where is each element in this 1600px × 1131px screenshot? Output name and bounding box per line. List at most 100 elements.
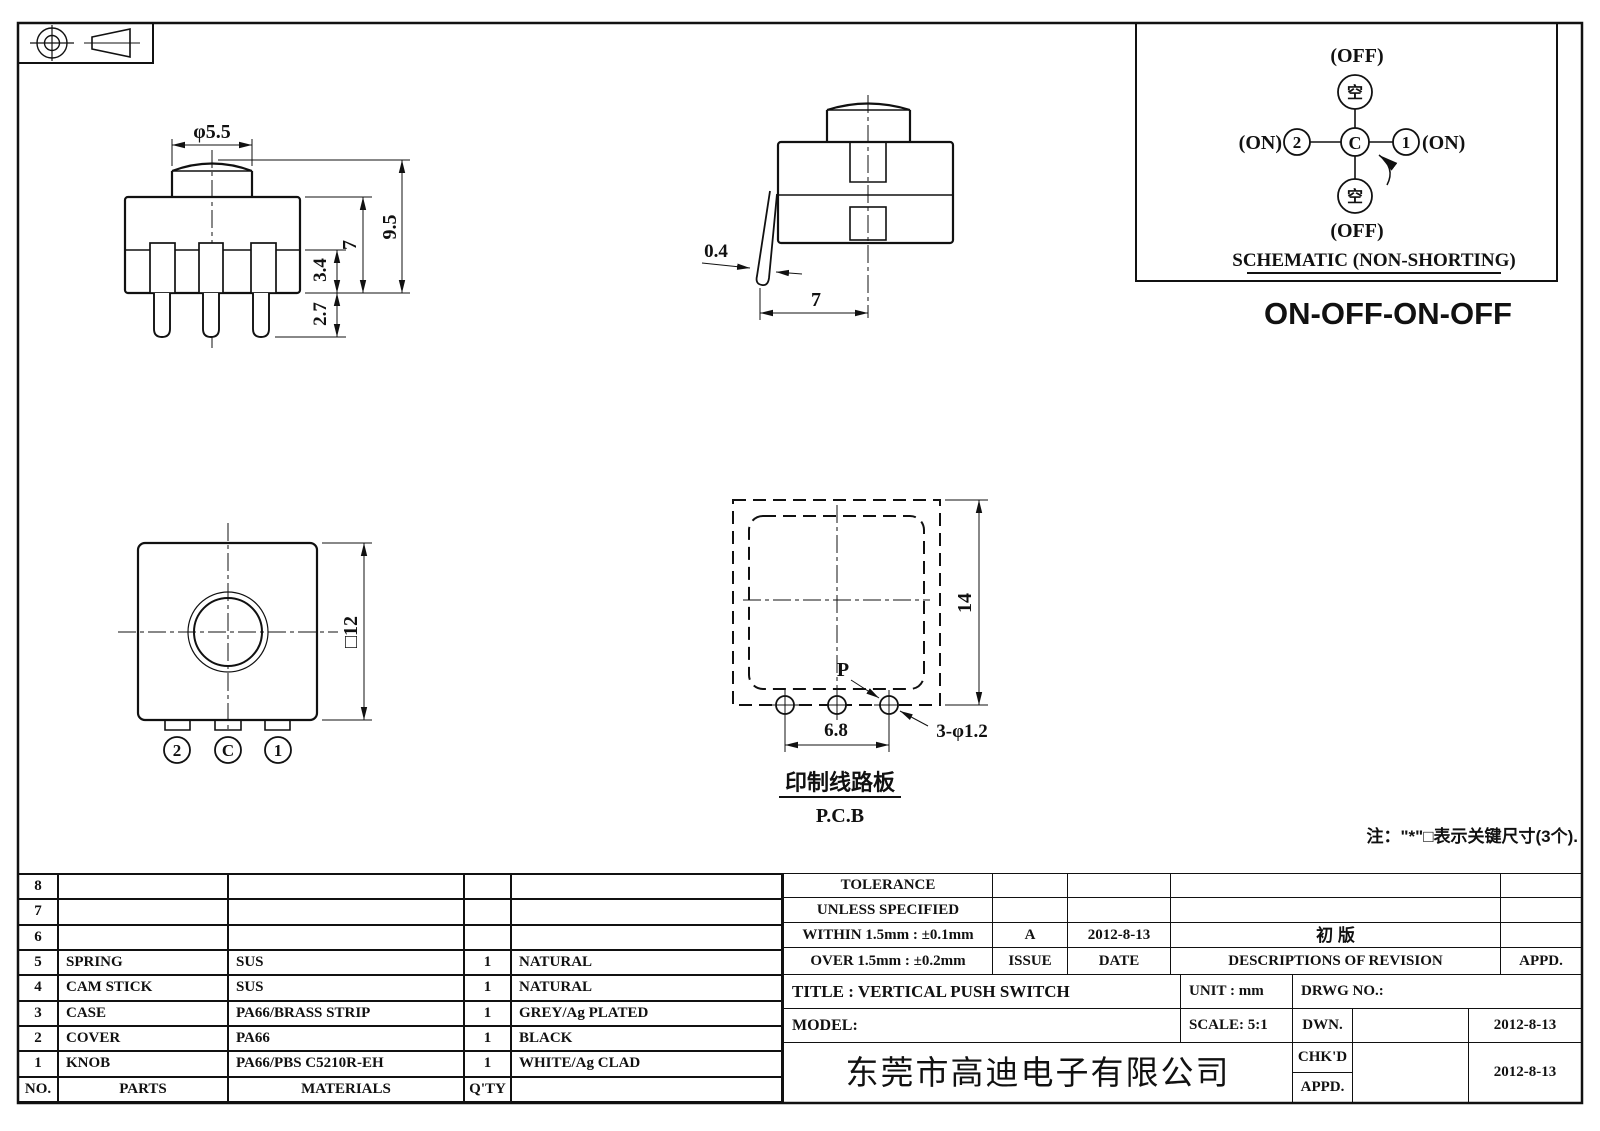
- part-finish: NATURAL: [519, 954, 593, 971]
- part-name: SPRING: [59, 950, 229, 975]
- top-terminal-c: C: [222, 741, 234, 760]
- part-name: CAM STICK: [59, 976, 229, 1000]
- part-material: [229, 900, 465, 924]
- issue-empty: [992, 897, 1068, 923]
- header-materials: MATERIALS: [229, 1077, 465, 1101]
- issue-label: ISSUE: [992, 947, 1068, 975]
- table-row: 6: [19, 925, 781, 951]
- dim-body-height: 7: [339, 240, 361, 250]
- model-field: MODEL:: [783, 1008, 1181, 1043]
- dim-total-height: 9.5: [379, 215, 401, 240]
- header-no: NO.: [19, 1077, 59, 1101]
- parts-table: 8 7 6 5 SPRING SUS 1 NATURAL 4 CAM STICK…: [17, 873, 783, 1103]
- appd-row-label: APPD.: [1292, 1072, 1353, 1103]
- part-finish: GREY/Ag PLATED: [519, 1004, 649, 1021]
- header-finish: [512, 1078, 781, 1101]
- table-row: 8: [19, 875, 781, 901]
- pcb-view: 14 P 6.8 3-φ1.2 印制线路板 P.C.B: [732, 499, 988, 827]
- schematic-terminal-c: C: [1349, 133, 1362, 153]
- part-name: [59, 900, 229, 924]
- part-no: 6: [19, 925, 59, 949]
- date-empty: [1067, 897, 1171, 923]
- dim-pin-pitch: 7: [811, 289, 821, 311]
- table-row: 5 SPRING SUS 1 NATURAL: [19, 950, 781, 977]
- pcb-holes: [770, 690, 904, 720]
- top-terminal-2: 2: [173, 741, 182, 760]
- table-row: 7: [19, 900, 781, 926]
- drwg-no-field: DRWG NO.:: [1292, 974, 1582, 1009]
- chkd-signature: [1352, 1042, 1469, 1103]
- drawing-title: TITLE : VERTICAL PUSH SWITCH: [783, 974, 1181, 1009]
- schematic-empty-bottom: 空: [1347, 187, 1363, 206]
- dim-knob-diameter: φ5.5: [193, 121, 230, 143]
- dim-hole-pitch: 6.8: [824, 720, 848, 741]
- tolerance-within: WITHIN 1.5mm : ±0.1mm: [783, 922, 993, 948]
- part-qty: [465, 925, 512, 949]
- top-dimensions: [322, 542, 372, 721]
- tolerance-subtitle: UNLESS SPECIFIED: [783, 897, 993, 923]
- issue-empty: [992, 873, 1068, 898]
- part-name: CASE: [59, 1001, 229, 1025]
- switch-function-label: ON-OFF-ON-OFF: [1264, 296, 1512, 331]
- part-qty: [465, 875, 512, 899]
- part-no: 1: [19, 1052, 59, 1076]
- table-header-row: NO. PARTS MATERIALS Q'TY: [19, 1077, 781, 1101]
- table-row: 3 CASE PA66/BRASS STRIP 1 GREY/Ag PLATED: [19, 1001, 781, 1027]
- part-no: 8: [19, 875, 59, 899]
- date-empty: [1067, 873, 1171, 898]
- schematic-terminal-2: 2: [1293, 133, 1302, 152]
- side-bent-pin: [755, 190, 778, 287]
- appd-label: APPD.: [1500, 947, 1582, 975]
- part-qty: 1: [465, 976, 512, 1000]
- company-name: 东莞市高迪电子有限公司: [783, 1042, 1293, 1103]
- part-material: PA66/BRASS STRIP: [229, 1001, 465, 1025]
- part-qty: [465, 900, 512, 924]
- part-material: PA66: [229, 1026, 465, 1051]
- part-finish: WHITE/Ag CLAD: [519, 1055, 641, 1072]
- dim-pin-thickness: 0.4: [704, 241, 728, 262]
- part-material: [229, 875, 465, 899]
- key-dimension-note: 注："*"□表示关键尺寸(3个).: [1366, 826, 1578, 846]
- part-finish: [512, 900, 781, 923]
- pcb-caption-en: P.C.B: [816, 805, 864, 827]
- schematic-box: [1135, 22, 1558, 282]
- dwn-label: DWN.: [1292, 1008, 1353, 1043]
- appd-empty: [1500, 922, 1582, 948]
- part-material: SUS: [229, 976, 465, 1000]
- part-qty: 1: [465, 950, 512, 975]
- header-parts: PARTS: [59, 1077, 229, 1101]
- front-dimensions: [171, 139, 410, 338]
- schematic-view: (OFF) 空 (ON) 2 C 1 (ON) 空 (OFF) SCHEMATI…: [1135, 22, 1558, 331]
- dim-case-height: 3.4: [310, 258, 331, 282]
- dwn-date: 2012-8-13: [1468, 1008, 1582, 1043]
- table-row: 2 COVER PA66 1 BLACK: [19, 1026, 781, 1053]
- top-terminal-1: 1: [274, 741, 283, 760]
- tolerance-over: OVER 1.5mm : ±0.2mm: [783, 947, 993, 975]
- part-no: 5: [19, 950, 59, 975]
- side-dimensions: [701, 262, 868, 320]
- part-material: SUS: [229, 950, 465, 975]
- part-finish: [512, 926, 781, 949]
- table-row: 4 CAM STICK SUS 1 NATURAL: [19, 976, 781, 1002]
- part-material: [229, 925, 465, 949]
- schematic-empty-top: 空: [1347, 83, 1363, 102]
- title-block: TOLERANCE UNLESS SPECIFIED WITHIN 1.5mm …: [783, 873, 1582, 1103]
- schematic-terminal-1: 1: [1402, 133, 1411, 152]
- part-no: 7: [19, 900, 59, 924]
- revision-label: DESCRIPTIONS OF REVISION: [1170, 947, 1501, 975]
- dim-hole-diameter: 3-φ1.2: [936, 721, 987, 742]
- schematic-throw-arrow: [1378, 154, 1398, 186]
- part-name: [59, 875, 229, 899]
- part-finish: BLACK: [519, 1030, 573, 1047]
- dim-square-size: □12: [340, 616, 362, 648]
- dim-pcb-height: 14: [954, 593, 976, 613]
- pcb-dimensions: [784, 499, 988, 752]
- dim-pin-length: 2.7: [310, 302, 331, 326]
- part-no: 4: [19, 976, 59, 1000]
- appd-empty: [1500, 873, 1582, 898]
- chkd-date: 2012-8-13: [1468, 1042, 1582, 1103]
- scale-field: SCALE: 5:1: [1180, 1008, 1293, 1043]
- part-material: PA66/PBS C5210R-EH: [229, 1052, 465, 1076]
